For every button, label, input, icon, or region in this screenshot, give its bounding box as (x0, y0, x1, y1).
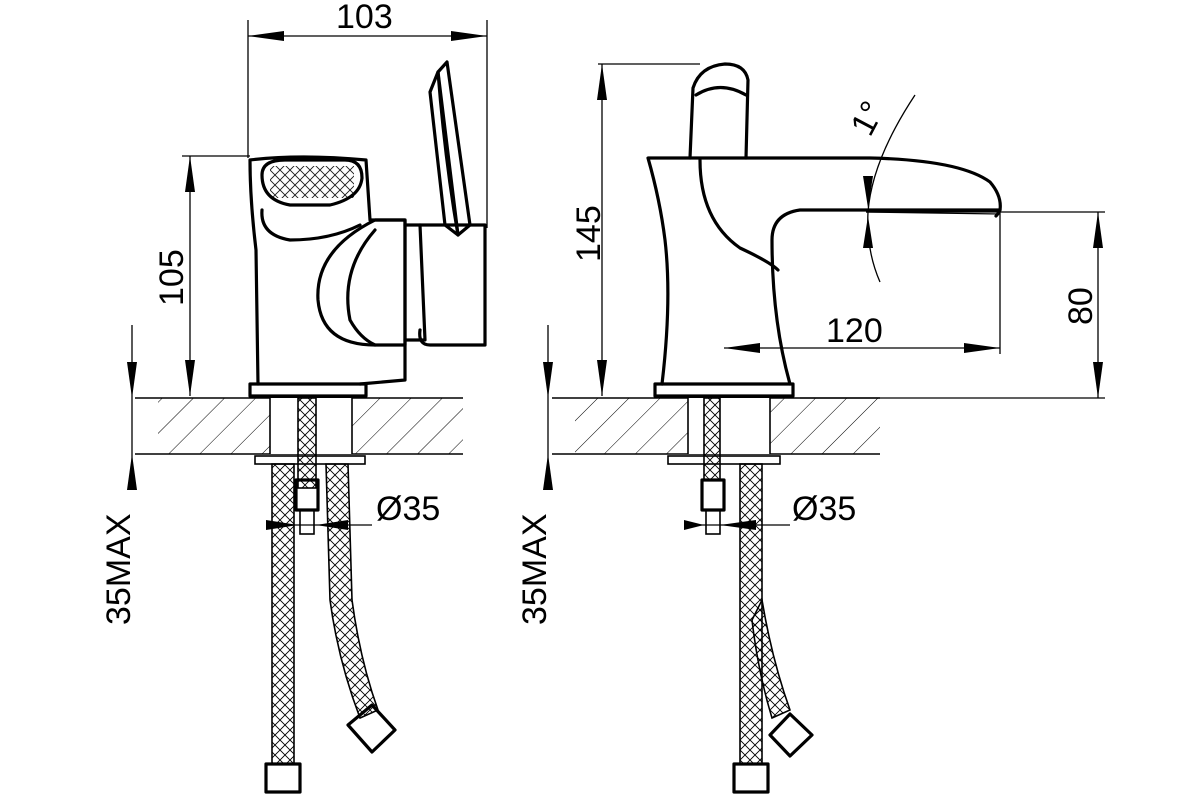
side-dimensions: 145 35MAX 120 80 1° (516, 63, 1105, 626)
side-angle-label: 1° (844, 95, 893, 142)
front-height-label: 105 (153, 249, 191, 306)
front-hoses (254, 397, 397, 794)
side-reach-label: 120 (826, 312, 883, 350)
side-countertop (552, 397, 880, 455)
front-dimensions: 103 105 35MAX Ø35 (100, 0, 488, 626)
side-view: 145 35MAX 120 80 1° (516, 62, 1105, 794)
front-view: 103 105 35MAX Ø35 (100, 0, 488, 794)
front-hole-label: Ø35 (376, 490, 440, 528)
front-width-label: 103 (336, 0, 393, 36)
side-height-label: 145 (570, 205, 608, 262)
side-hole-label: Ø35 (792, 490, 856, 528)
side-spout-height-label: 80 (1062, 287, 1100, 325)
front-faucet-body (248, 60, 487, 398)
side-mount-label: 35MAX (516, 514, 554, 626)
side-hoses (667, 397, 814, 794)
side-faucet-body (646, 62, 1002, 398)
front-mount-label: 35MAX (100, 514, 138, 626)
